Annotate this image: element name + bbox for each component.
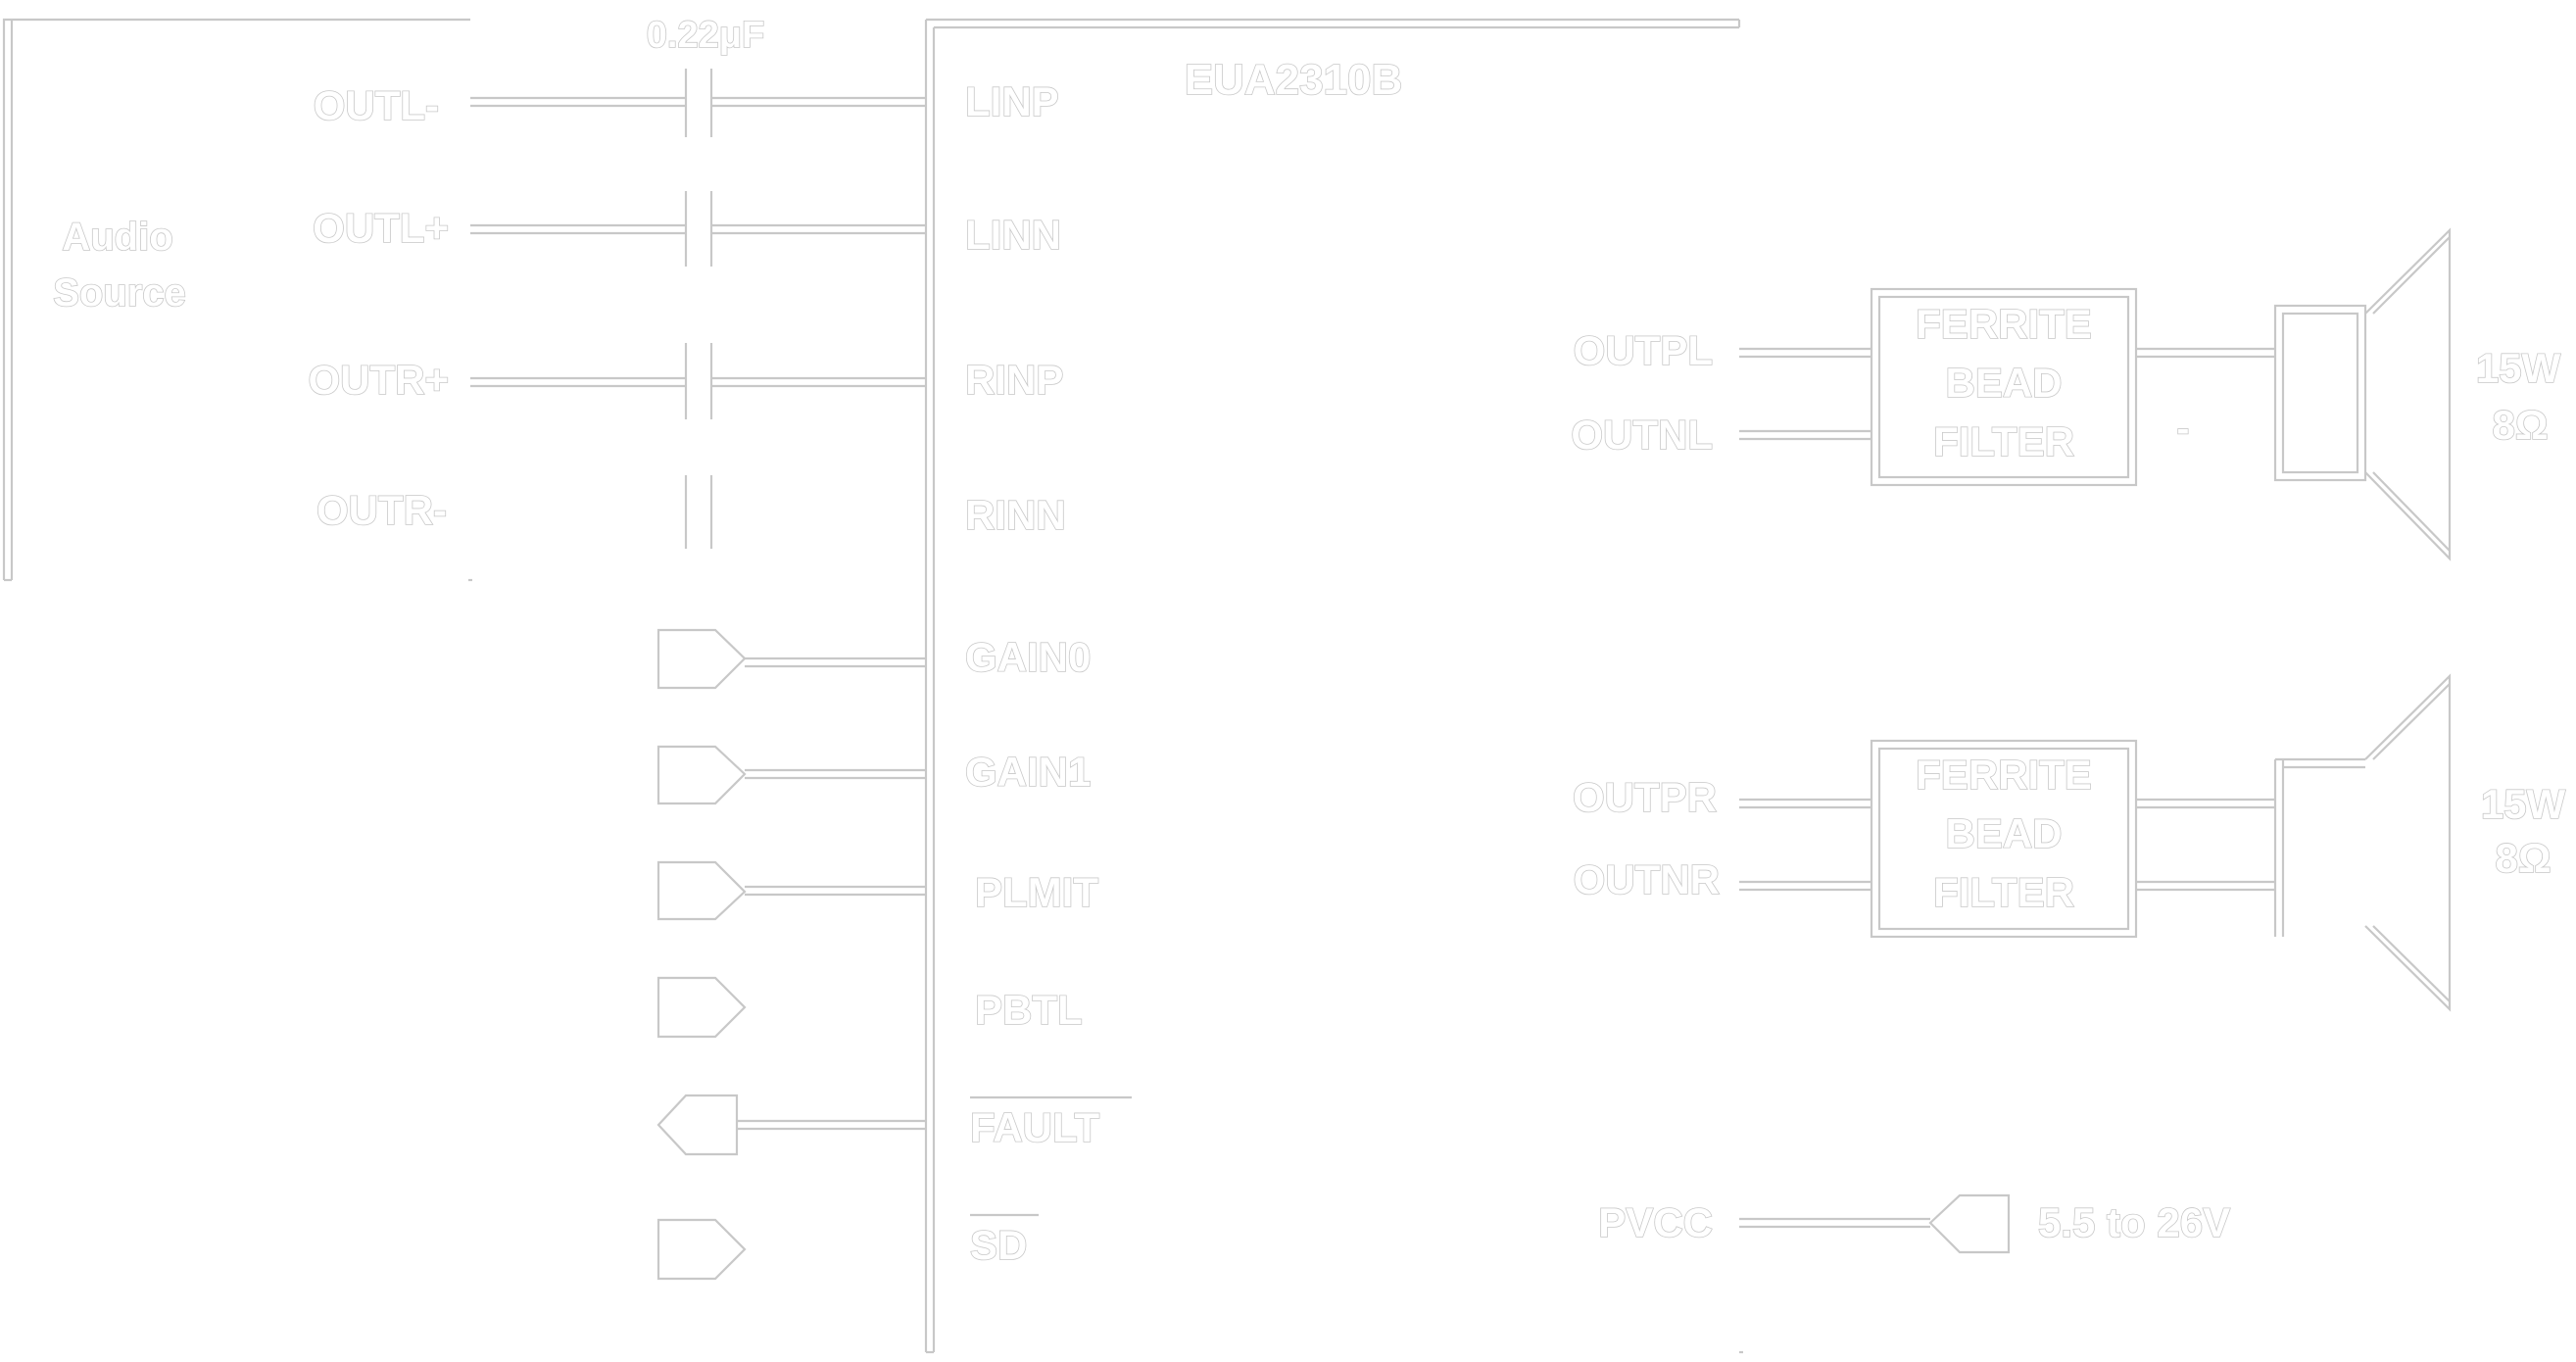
speaker-impedance-label: 8Ω	[2492, 402, 2548, 448]
supply-voltage-label: 5.5 to 26V	[2038, 1199, 2230, 1245]
speaker-right	[2136, 673, 2452, 1012]
plmit-connector	[656, 860, 926, 921]
amplifier-chip-body	[924, 18, 1743, 1354]
left-output-traces	[1739, 347, 1871, 441]
speaker-left	[2136, 227, 2452, 561]
filter-label-line2: BEAD	[1945, 810, 2062, 856]
right-output-traces	[1739, 798, 1871, 892]
chip-output-pin-label: OUTPR	[1573, 774, 1717, 820]
chip-pin-label: GAIN1	[965, 749, 1091, 795]
chip-pin-label: RINP	[965, 357, 1063, 403]
chip-pin-label: PLMIT	[975, 869, 1098, 915]
chip-pin-label: LINP	[965, 78, 1059, 124]
pbtl-connector	[656, 976, 747, 1039]
chip-pin-label: RINN	[965, 492, 1066, 538]
chip-pin-label-sd: SD	[970, 1222, 1027, 1268]
chip-pin-label: LINN	[965, 212, 1061, 258]
chip-name: EUA2310B	[1185, 56, 1403, 104]
gain0-connector	[656, 628, 926, 690]
audio-source-title-line2: Source	[53, 271, 186, 315]
capacitor-value-label: 0.22μF	[647, 15, 764, 56]
filter-label-line1: FERRITE	[1916, 752, 2092, 798]
input-trace-rinp	[470, 343, 926, 419]
source-output-label: OUTR+	[308, 357, 449, 403]
ferrite-bead-filter	[1870, 287, 2138, 487]
audio-source-title-line1: Audio	[62, 216, 172, 259]
source-output-label: OUTL-	[314, 82, 439, 128]
audio-source-box	[2, 18, 472, 582]
input-trace-linp	[470, 69, 926, 137]
chip-supply-pin-label: PVCC	[1598, 1199, 1713, 1245]
chip-pin-label: PBTL	[975, 987, 1083, 1033]
pvcc-supply-connector	[1739, 1193, 2011, 1254]
gain1-connector	[656, 745, 926, 805]
input-trace-rinn	[684, 475, 713, 549]
filter-label-line2: BEAD	[1945, 360, 2062, 406]
speaker-power-label: 15W	[2481, 781, 2566, 827]
filter-marker: -	[2177, 409, 2190, 450]
ferrite-bead-filter	[1870, 739, 2138, 939]
filter-label-line3: FILTER	[1933, 418, 2074, 464]
chip-output-pin-label: OUTNR	[1574, 856, 1720, 902]
sd-connector	[656, 1218, 747, 1281]
fault-connector	[656, 1094, 926, 1156]
chip-output-pin-label: OUTPL	[1574, 327, 1713, 373]
speaker-power-label: 15W	[2476, 345, 2561, 391]
chip-pin-label-fault: FAULT	[970, 1104, 1100, 1150]
source-output-label: OUTR-	[316, 487, 447, 533]
filter-label-line3: FILTER	[1933, 869, 2074, 915]
speaker-impedance-label: 8Ω	[2495, 835, 2551, 881]
chip-pin-label: GAIN0	[965, 634, 1091, 680]
chip-output-pin-label: OUTNL	[1571, 412, 1713, 458]
source-output-label: OUTL+	[313, 205, 449, 251]
input-trace-linn	[470, 191, 926, 267]
filter-label-line1: FERRITE	[1916, 301, 2092, 347]
